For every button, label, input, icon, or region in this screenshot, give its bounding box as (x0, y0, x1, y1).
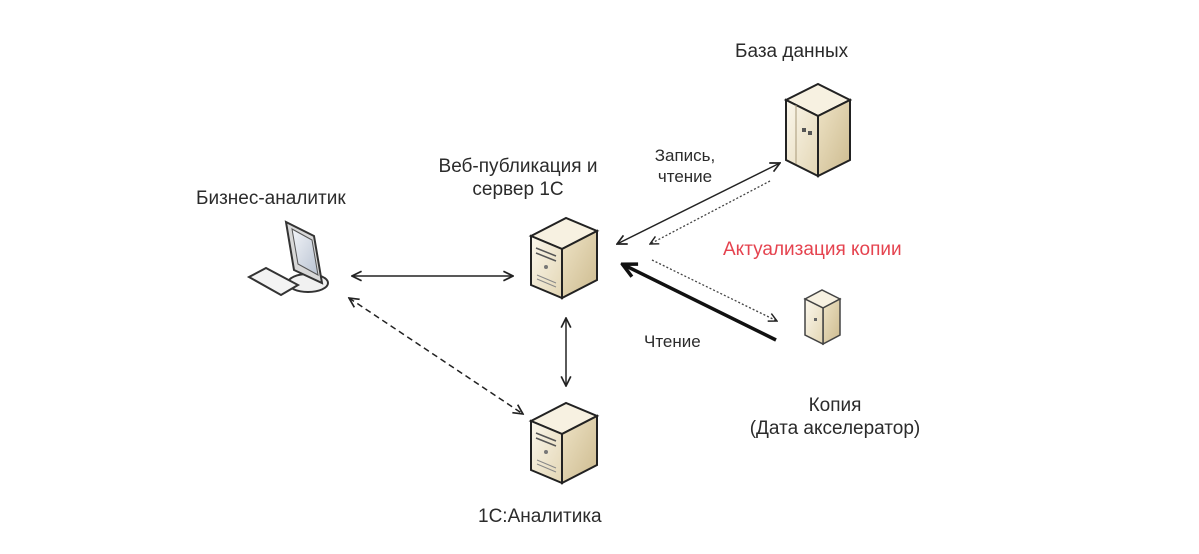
analytics-label: 1С:Аналитика (478, 506, 602, 527)
read-label: Чтение (644, 332, 701, 351)
edge-sync-to-copy (651, 259, 777, 321)
workstation-icon (246, 220, 329, 297)
database-server-icon (783, 82, 853, 178)
edge-analyst-analytics (349, 298, 523, 414)
write-read-label: Запись, чтение (640, 145, 730, 187)
copy-server-icon (803, 289, 842, 346)
web-server-label-line2: сервер 1С (472, 179, 564, 200)
edge-web-database (617, 163, 780, 244)
edge-sync-to-web (650, 180, 771, 244)
web-server-label: Веб-публикация и сервер 1С (408, 155, 628, 201)
database-label: База данных (735, 41, 849, 62)
edge-copy-read (624, 265, 777, 342)
copy-label-line1: Копия (808, 395, 862, 416)
server-tower-icon-analytics (528, 401, 600, 485)
analyst-label: Бизнес-аналитик (196, 188, 346, 209)
server-tower-icon-web (528, 216, 600, 300)
copy-label: Копия (Дата акселератор) (720, 394, 950, 440)
copy-label-line2: (Дата акселератор) (749, 418, 921, 439)
web-server-label-line1: Веб-публикация и (438, 156, 598, 177)
write-read-label-line1: Запись, (654, 146, 716, 165)
write-read-label-line2: чтение (657, 167, 713, 186)
sync-label: Актуализация копии (723, 239, 902, 260)
